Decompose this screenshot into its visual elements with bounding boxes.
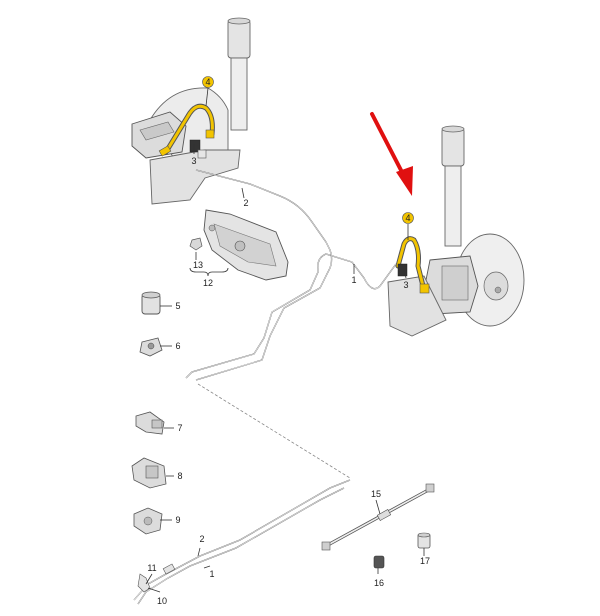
callout-2-lower: 2: [199, 534, 204, 544]
callout-12: 12: [203, 278, 213, 288]
callout-11: 11: [147, 563, 156, 573]
callout-7: 7: [177, 423, 182, 433]
leader-lines: [145, 87, 425, 593]
callout-4-right: 4: [402, 212, 414, 224]
callout-label: 4: [205, 77, 210, 87]
red-arrow-pointer-icon: [370, 112, 413, 196]
callout-15: 15: [371, 489, 381, 499]
left-shock-absorber: [227, 17, 251, 131]
connection-dashed-line: [197, 383, 351, 479]
underbody-cover-plate: [203, 209, 289, 281]
callout-label: 4: [405, 213, 410, 223]
part-8-holder: [131, 457, 167, 489]
right-wheel-carrier: [387, 275, 447, 337]
clip-13: [189, 237, 203, 251]
brake-line-1-upper: [185, 241, 397, 381]
left-wheel-carrier: [149, 149, 241, 205]
callout-17: 17: [420, 556, 430, 566]
part-5-grommet: [141, 291, 161, 315]
callout-3-right: 3: [403, 280, 408, 290]
callout-9: 9: [175, 515, 180, 525]
callout-13: 13: [193, 260, 203, 270]
brake-line-2-upper: [195, 169, 327, 243]
right-shock-absorber: [441, 125, 465, 247]
part-7-double-clip: [135, 411, 165, 435]
callout-5: 5: [175, 301, 180, 311]
part-15-brake-pipe: [321, 483, 435, 551]
part-10-11-hose-end: [137, 573, 151, 593]
right-hose-bracket: [397, 263, 408, 277]
part-17-sleeve: [417, 532, 431, 549]
callout-8: 8: [177, 471, 182, 481]
left-hose-bracket: [189, 139, 207, 159]
callout-2-upper: 2: [243, 198, 248, 208]
part-16-nut: [373, 555, 385, 569]
callout-6: 6: [175, 341, 180, 351]
brake-line-lower: [133, 479, 351, 605]
callout-3-left: 3: [191, 156, 196, 166]
right-brake-hose-highlighted: [395, 236, 430, 294]
callout-16: 16: [374, 578, 384, 588]
part-6-clip: [139, 337, 163, 357]
part-9-holder: [133, 507, 163, 535]
callout-1-lower: 1: [209, 569, 214, 579]
callout-10: 10: [157, 596, 167, 606]
left-brake-caliper: [131, 111, 187, 159]
left-brake-hose-highlighted: [158, 103, 215, 157]
callout-4-left: 4: [202, 76, 214, 88]
callout-1-upper: 1: [351, 275, 356, 285]
